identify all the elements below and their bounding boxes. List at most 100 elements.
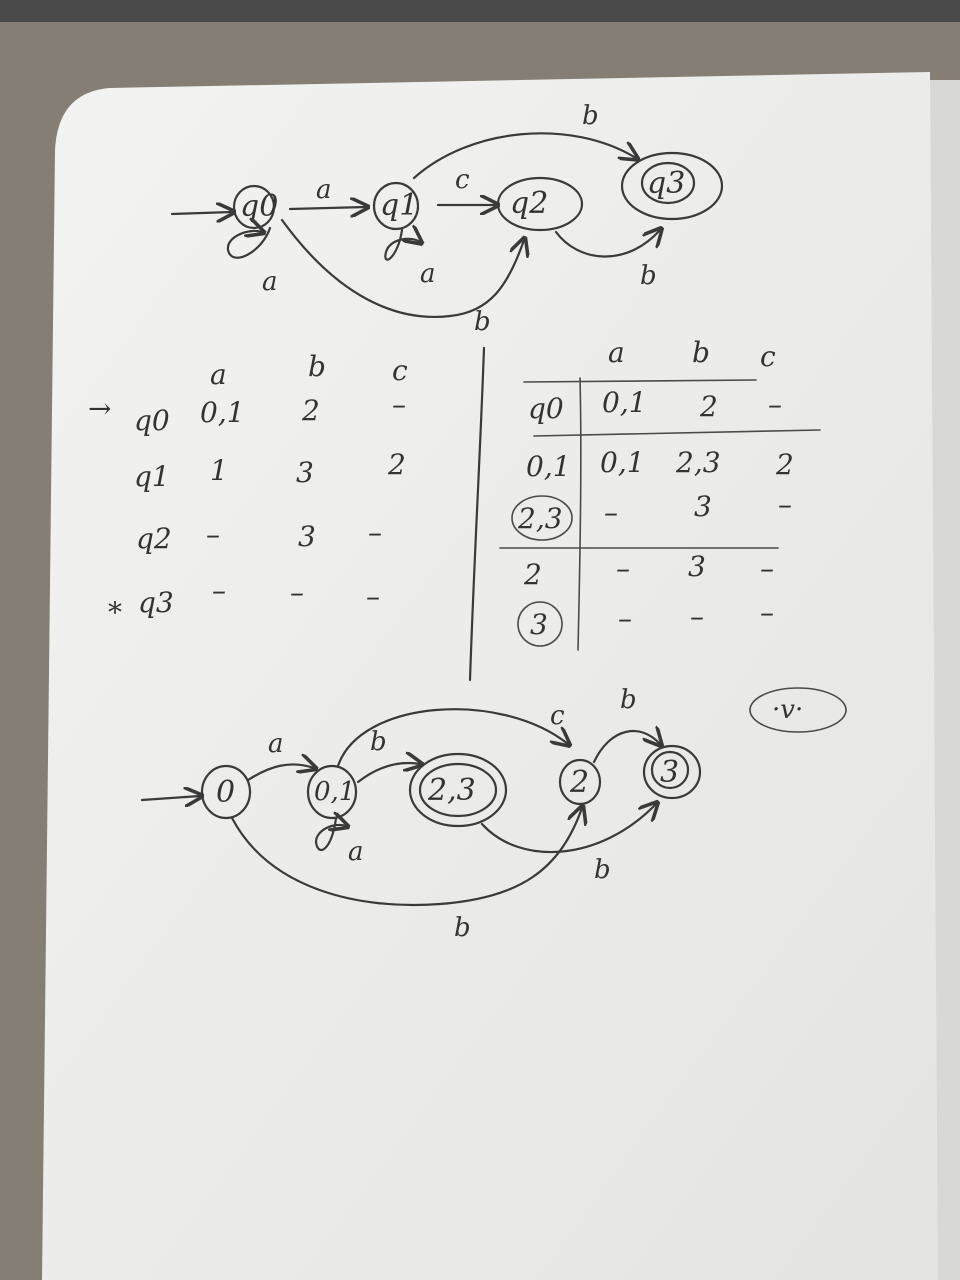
state-q1-circle bbox=[372, 181, 420, 231]
state-2-label: 2 bbox=[569, 765, 589, 800]
nfa-cell: – bbox=[366, 580, 380, 613]
q0-self-loop bbox=[226, 228, 272, 259]
edge-0-2-label: b bbox=[454, 913, 471, 943]
edge-0-01 bbox=[246, 764, 314, 782]
dfa-row-state: q0 bbox=[528, 392, 564, 425]
dfa-cell: 0,1 bbox=[602, 386, 647, 419]
edge-0-2 bbox=[230, 808, 582, 907]
edge-2-3-label: b bbox=[620, 685, 637, 715]
edge-01-23-label: b bbox=[370, 727, 387, 757]
dfa-cell: – bbox=[760, 596, 774, 629]
edge-23-3-label: b bbox=[594, 855, 611, 885]
dfa-cell: 3 bbox=[694, 490, 712, 523]
dfa-cell: – bbox=[616, 552, 630, 585]
dfa-cell: 2 bbox=[699, 390, 718, 423]
dfa-state-column-rule bbox=[577, 377, 582, 651]
nfa-col-b: b bbox=[308, 350, 326, 383]
page-divider bbox=[468, 346, 486, 682]
doodle-face: ·v· bbox=[772, 695, 803, 725]
dfa-diagram: 0 a 0,1 a b 2,3 c 2 b 3 b bbox=[140, 685, 847, 943]
state-23-inner-circle bbox=[418, 762, 498, 818]
dfa-cell: – bbox=[768, 388, 782, 421]
dfa-cell: 2 bbox=[775, 448, 794, 481]
q1-loop-label: a bbox=[420, 259, 436, 289]
dfa-cell: 2,3 bbox=[675, 446, 721, 479]
edge-q0-q1 bbox=[288, 207, 366, 209]
nfa-transition-table: a b c → q0 0,1 2 – q1 1 3 2 q2 – 3 – * q… bbox=[88, 350, 408, 629]
state-3-inner-circle bbox=[650, 750, 690, 790]
paper-sheet bbox=[42, 72, 938, 1280]
state-01-label: 0,1 bbox=[314, 777, 355, 807]
nfa-row-state: q3 bbox=[138, 586, 174, 619]
dfa-row-state: 2,3 bbox=[517, 502, 563, 535]
state-q1-label: q1 bbox=[380, 188, 418, 223]
state-q3-label: q3 bbox=[647, 166, 685, 201]
dfa-cell: – bbox=[690, 600, 704, 633]
state-3-label: 3 bbox=[660, 755, 679, 790]
edge-2-3 bbox=[592, 731, 660, 764]
state-23-label: 2,3 bbox=[427, 773, 476, 808]
nfa-cell: – bbox=[368, 516, 382, 549]
dfa-header-rule bbox=[523, 379, 757, 383]
nfa-cell: 2 bbox=[387, 448, 406, 481]
edge-0-01-label: a bbox=[268, 729, 284, 759]
nfa-cell: 2 bbox=[301, 394, 320, 427]
dfa-row-state: 3 bbox=[530, 608, 548, 641]
dfa-row-rule bbox=[533, 429, 821, 437]
nfa-cell: 3 bbox=[298, 520, 316, 553]
dfa-col-c: c bbox=[760, 340, 776, 373]
doodle-oval bbox=[749, 687, 847, 733]
edge-01-2 bbox=[336, 708, 568, 768]
edge-q0-q2-label: b bbox=[474, 307, 491, 337]
nfa-cell: 0,1 bbox=[200, 396, 245, 429]
dfa-final-marker bbox=[517, 601, 563, 647]
nfa-cell: – bbox=[206, 518, 220, 551]
q1-self-loop bbox=[384, 230, 420, 261]
desk-edge bbox=[0, 0, 960, 22]
edge-01-2-label: c bbox=[550, 701, 565, 731]
dfa-col-b: b bbox=[692, 336, 710, 369]
edge-q2-q3 bbox=[554, 230, 660, 258]
dfa-col-a: a bbox=[608, 336, 625, 369]
dfa-cell: – bbox=[604, 496, 618, 529]
state-0-circle bbox=[200, 764, 252, 820]
nfa-row-state: q2 bbox=[136, 522, 172, 555]
q0-loop-label: a bbox=[262, 267, 278, 297]
nfa-col-a: a bbox=[210, 358, 227, 391]
dfa-row-state: 2 bbox=[523, 558, 542, 591]
edge-23-3 bbox=[480, 804, 656, 854]
nfa-start-arrow bbox=[170, 212, 232, 214]
nfa-cell: – bbox=[290, 576, 304, 609]
dfa-row-state: 0,1 bbox=[526, 450, 571, 483]
state-q2-label: q2 bbox=[510, 186, 548, 221]
edge-01-23 bbox=[356, 763, 420, 784]
nfa-cell: 1 bbox=[210, 454, 228, 487]
nfa-cell: – bbox=[392, 388, 406, 421]
edge-q0-q2 bbox=[280, 218, 524, 318]
state-q3-inner-circle bbox=[640, 161, 696, 205]
nfa-row-state: q1 bbox=[134, 460, 170, 493]
dfa-cell: 0,1 bbox=[600, 446, 645, 479]
nfa-row-state: q0 bbox=[134, 404, 170, 437]
s01-loop-label: a bbox=[348, 837, 364, 867]
edge-q0-q1-label: a bbox=[316, 175, 332, 205]
s01-self-loop bbox=[314, 818, 346, 852]
edge-q1-q2-label: c bbox=[455, 165, 470, 195]
nfa-row-marker: → bbox=[88, 392, 111, 425]
nfa-cell: – bbox=[212, 574, 226, 607]
dfa-transition-table: a b c q0 0,1 2 – 0,1 0,1 2,3 2 2,3 – 3 –… bbox=[499, 336, 821, 651]
state-0-label: 0 bbox=[216, 775, 235, 810]
edge-q1-q3-label: b bbox=[582, 101, 599, 131]
nfa-cell: 3 bbox=[296, 456, 314, 489]
dfa-cell: – bbox=[618, 602, 632, 635]
dfa-cell: – bbox=[778, 488, 792, 521]
state-q0-label: q0 bbox=[240, 189, 278, 224]
nfa-col-c: c bbox=[392, 354, 408, 387]
state-23-outer-circle bbox=[408, 752, 508, 828]
dfa-start-arrow bbox=[140, 796, 200, 800]
dfa-cell: 3 bbox=[688, 550, 706, 583]
edge-q2-q3-label: b bbox=[640, 261, 657, 291]
nfa-row-marker: * bbox=[108, 596, 122, 629]
nfa-diagram: q0 a a q1 a c q2 q3 b b b bbox=[170, 101, 724, 337]
